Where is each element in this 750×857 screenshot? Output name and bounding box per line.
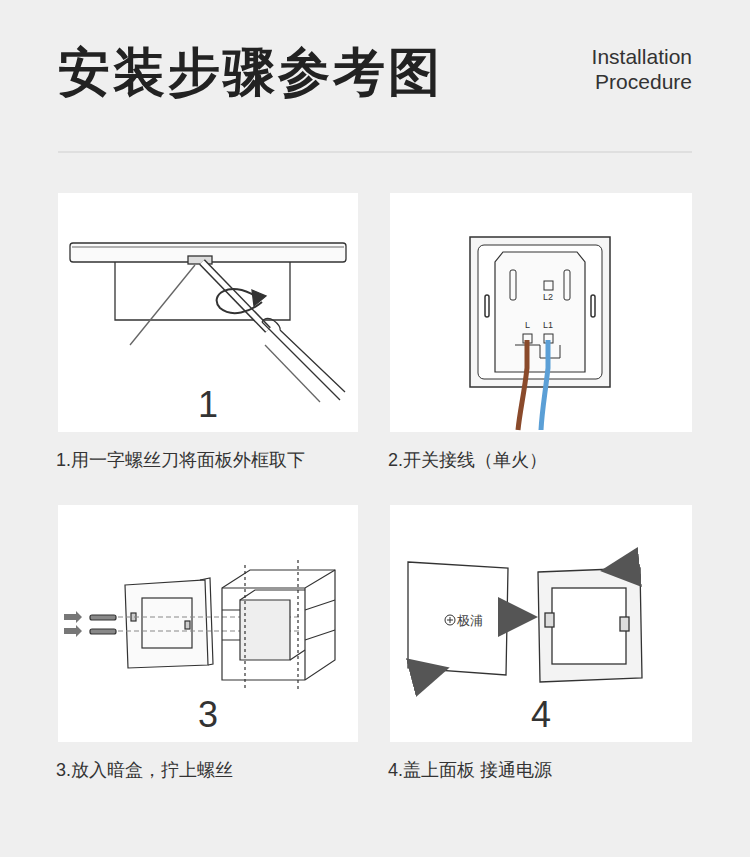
divider [58,152,692,153]
mounting-illustration [64,560,335,690]
step-number: 3 [58,694,358,736]
switch-back [470,237,610,430]
panel [58,193,358,432]
subtitle: Installation Procedure [552,44,692,94]
panel [390,505,692,742]
step-caption: 3.放入暗盒，拧上螺丝 [56,758,233,782]
terminal-label: L1 [543,320,553,330]
terminal-label: L [525,320,530,330]
step-panel: 33.放入暗盒，拧上螺丝 [58,505,358,742]
terminal-label: L2 [543,292,553,302]
pry-illustration [70,243,346,402]
cover-illustration [408,562,642,682]
step-number: 1 [58,384,358,426]
step-number: 4 [390,694,692,736]
step-caption: 2.开关接线（单火） [388,448,547,472]
step-caption: 4.盖上面板 接通电源 [388,758,552,782]
panel [390,193,692,432]
panel [58,505,358,742]
step-panel: 2.开关接线（单火） [390,193,692,432]
brand-logo-text: 极浦 [457,612,483,630]
page-title: 安装步骤参考图 [58,38,443,108]
step-caption: 1.用一字螺丝刀将面板外框取下 [56,448,305,472]
step-panel: 44.盖上面板 接通电源 [390,505,692,742]
step-panel: 11.用一字螺丝刀将面板外框取下 [58,193,358,432]
